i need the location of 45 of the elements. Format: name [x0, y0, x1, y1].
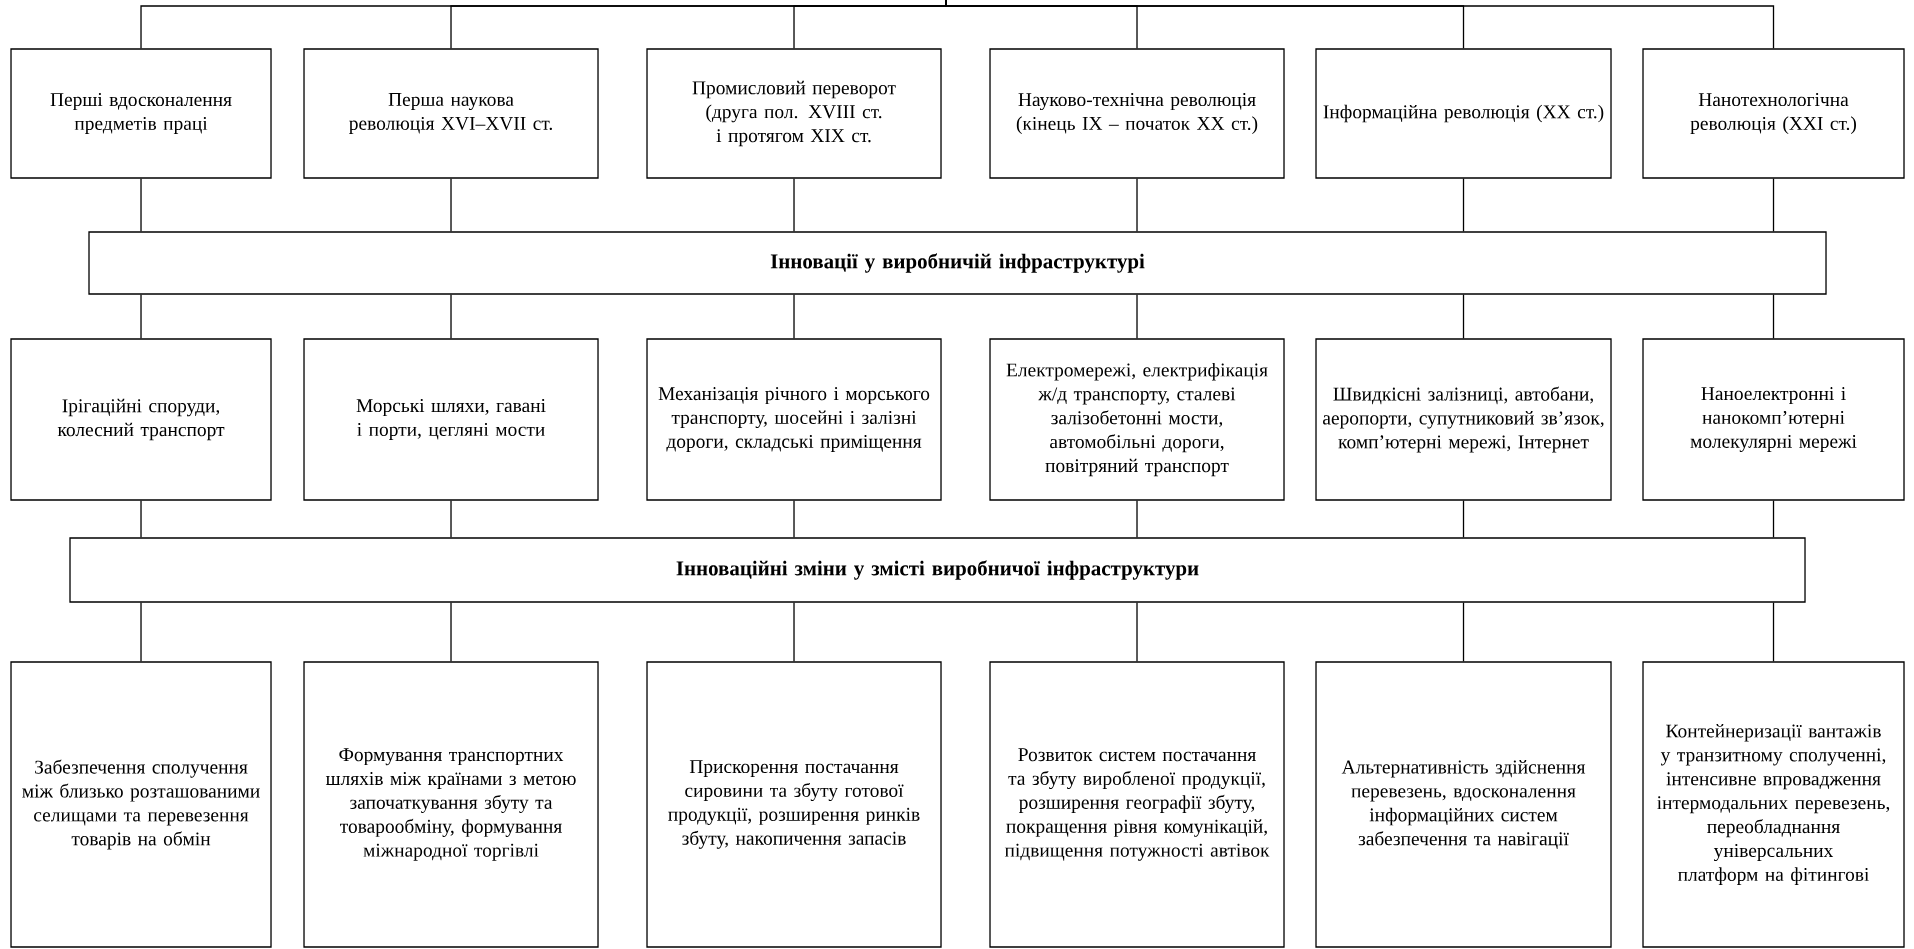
- text-box: Промисловий переворот (друга пол. XVIII ст. і протягом XIX ст.: [646, 48, 942, 179]
- connector-line: [140, 294, 142, 339]
- heading-band: Інновації у виробничій інфраструктурі: [88, 231, 1827, 295]
- text-box: Морські шляхи, гавані і порти, цегляні мости: [303, 338, 599, 501]
- text-box: Наноелектронні і нанокомп’ютерні молекулярні мережі: [1642, 338, 1905, 501]
- text-box: Альтернативність здійснення перевезень, вдосконалення інформаційних систем забезпечення та навігації: [1315, 661, 1612, 948]
- connector-line: [1462, 500, 1465, 538]
- text-box: Механізація річного і морського транспорту, шосейні і залізні дороги, складські приміщення: [646, 338, 942, 501]
- text-box: Контейнеризації вантажів у транзитному сполученні, інтенсивне впровадження інтермодальних перевезень, переобладнання універсальних платформ на фітингові: [1642, 661, 1905, 948]
- text-box: Нанотехнологічна революція (XXI ст.): [1642, 48, 1905, 179]
- text-box: Перші вдосконалення предметів праці: [10, 48, 272, 179]
- text-box: Швидкісні залізниці, автобани, аеропорти, супутниковий зв’язок, комп’ютерні мережі, Інтернет: [1315, 338, 1612, 501]
- text-box: Науково-технічна революція (кінець IX – початок XX ст.): [989, 48, 1285, 179]
- connector-line: [1772, 178, 1775, 232]
- connector-line: [1772, 500, 1775, 538]
- connector-line: [945, 0, 1775, 49]
- connector-line: [793, 500, 795, 538]
- connector-line: [1462, 178, 1465, 232]
- connector-line: [793, 602, 795, 662]
- connector-line: [793, 294, 795, 339]
- connector-line: [1136, 602, 1138, 662]
- text-box: Ірігаційні споруди, колесний транспорт: [10, 338, 272, 501]
- text-box: Формування транспортних шляхів між країнами з метою започаткування збуту та товарообміну, формування міжнародної торгівлі: [303, 661, 599, 948]
- text-box: Забезпечення сполучення між близько розташованими селищами та перевезення товарів на обмін: [10, 661, 272, 948]
- connector-line: [1136, 294, 1138, 339]
- connector-line: [140, 178, 142, 232]
- text-box: Розвиток систем постачання та збуту виробленої продукції, розширення географії збуту, покращення рівня комунікацій, підвищення потужності автівок: [989, 661, 1285, 948]
- connector-line: [1136, 178, 1138, 232]
- text-box: Перша наукова революція XVI–XVII ст.: [303, 48, 599, 179]
- connector-line: [1462, 294, 1465, 339]
- connector-line: [450, 500, 452, 538]
- connector-line: [140, 500, 142, 538]
- connector-line: [1772, 294, 1775, 339]
- connector-line: [140, 602, 142, 662]
- text-box: Прискорення постачання сировини та збуту готової продукції, розширення ринків збуту, накопичення запасів: [646, 661, 942, 948]
- connector-line: [450, 602, 452, 662]
- connector-line: [450, 178, 452, 232]
- connector-line: [1462, 602, 1465, 662]
- heading-band: Інноваційні зміни у змісті виробничої інфраструктури: [69, 537, 1806, 603]
- text-box: Електромережі, електрифікація ж/д транспорту, сталеві залізобетонні мости, автомобільні дороги, повітряний транспорт: [989, 338, 1285, 501]
- connector-line: [793, 178, 795, 232]
- connector-line: [450, 294, 452, 339]
- connector-line: [1772, 602, 1775, 662]
- connector-line: [1136, 500, 1138, 538]
- text-box: Інформаційна революція (XX ст.): [1315, 48, 1612, 179]
